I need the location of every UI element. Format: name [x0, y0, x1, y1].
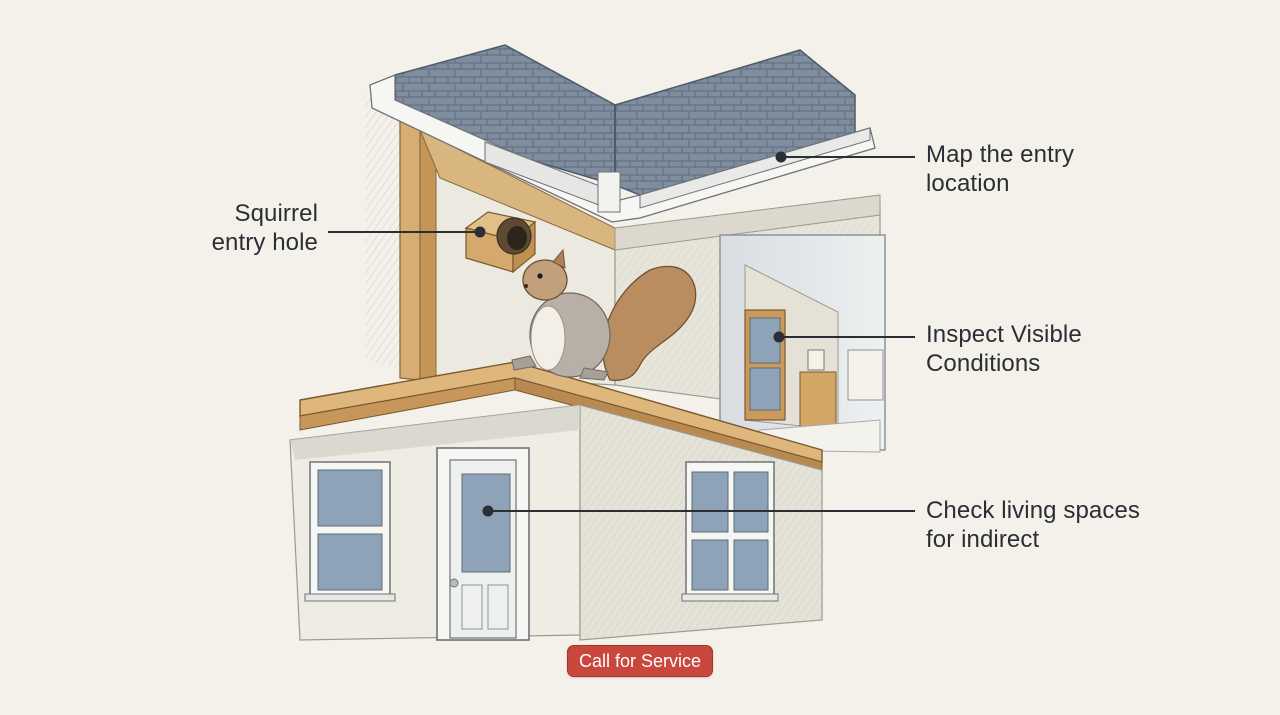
- left-window: [304, 461, 396, 602]
- callout-check-living-spaces: Check living spaces for indirect: [926, 496, 1140, 554]
- callout-inspect-visible-conditions: Inspect Visible Conditions: [926, 320, 1082, 378]
- leader-dot-map-entry: [775, 151, 787, 163]
- right-window: [681, 461, 779, 602]
- soffit: [419, 128, 881, 251]
- callout-map-entry-line1: Map the entry: [926, 141, 1075, 168]
- callout-map-entry-line2: location: [926, 170, 1010, 197]
- entry-box: [464, 211, 537, 274]
- callout-squirrel-entry-line1: Squirrel: [234, 200, 318, 227]
- leader-dot-check-living: [482, 505, 494, 517]
- callout-map-entry-location: Map the entry location: [926, 140, 1074, 198]
- leader-dot-squirrel-entry: [474, 226, 486, 238]
- gutter: [369, 74, 876, 223]
- leader-dot-inspect-visible: [773, 331, 785, 343]
- wood-post: [399, 119, 437, 383]
- callout-squirrel-entry-hole: Squirrel entry hole: [190, 199, 318, 257]
- interior-room: [719, 234, 886, 453]
- callout-inspect-visible-line1: Inspect Visible: [926, 321, 1082, 348]
- callout-inspect-visible-line2: Conditions: [926, 350, 1041, 377]
- leader-lines: [328, 151, 915, 517]
- squirrel: [511, 248, 697, 381]
- call-for-service-button[interactable]: Call for Service: [567, 645, 713, 677]
- door: [436, 447, 530, 641]
- callout-check-living-line2: for indirect: [926, 526, 1040, 553]
- callout-squirrel-entry-line2: entry hole: [211, 229, 318, 256]
- callout-check-living-line1: Check living spaces: [926, 497, 1140, 524]
